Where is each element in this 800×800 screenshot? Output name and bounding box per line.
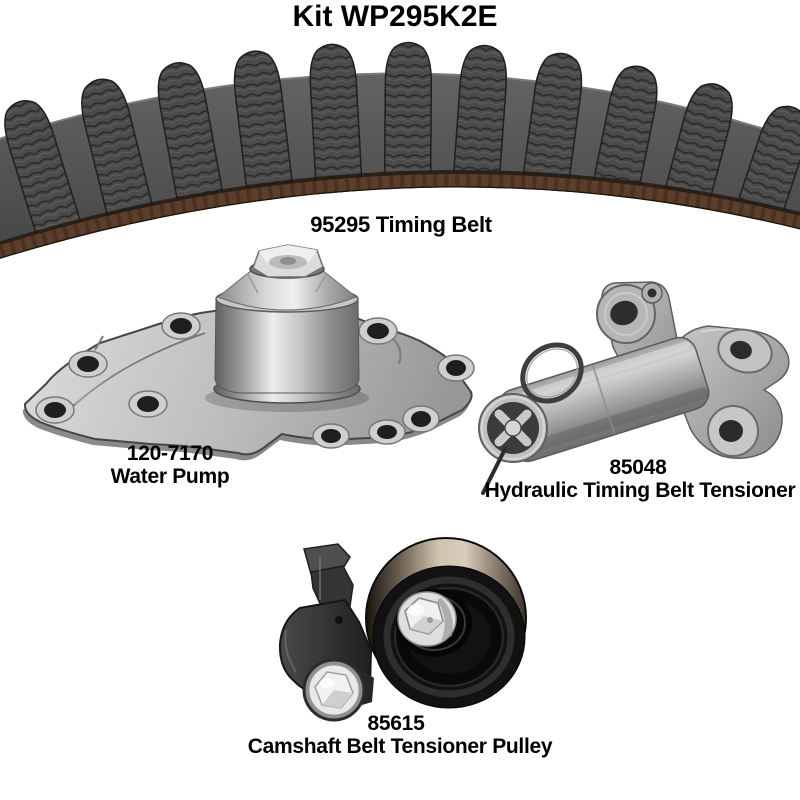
kit-title: Kit WP295K2E bbox=[292, 0, 498, 33]
timing-belt-label: 95295 Timing Belt bbox=[310, 212, 492, 237]
tensioner-body bbox=[497, 336, 710, 463]
pulley-name: Camshaft Belt Tensioner Pulley bbox=[247, 735, 553, 758]
water-pump-photo bbox=[22, 244, 475, 461]
tensioner-part-number: 85048 bbox=[609, 456, 667, 479]
pulley-part-number: 85615 bbox=[367, 712, 425, 735]
tensioner-end-cap bbox=[478, 393, 548, 463]
water-pump-name: Water Pump bbox=[110, 465, 230, 488]
hydraulic-tensioner-photo bbox=[478, 281, 790, 495]
pulley-center-bolt bbox=[397, 591, 457, 647]
bracket-foot-bolt bbox=[302, 658, 366, 722]
belt-teeth bbox=[4, 41, 800, 262]
water-pump-bolt-holes bbox=[35, 312, 475, 449]
tensioner-name: Hydraulic Timing Belt Tensioner bbox=[484, 479, 796, 502]
water-pump-part-number: 120-7170 bbox=[126, 442, 214, 465]
water-pump-hub bbox=[205, 244, 369, 412]
tensioner-retaining-ring bbox=[520, 342, 584, 404]
timing-belt-photo bbox=[0, 41, 800, 262]
tensioner-pulley-photo bbox=[278, 537, 527, 722]
tensioner-pin-pointer-line bbox=[481, 447, 507, 495]
